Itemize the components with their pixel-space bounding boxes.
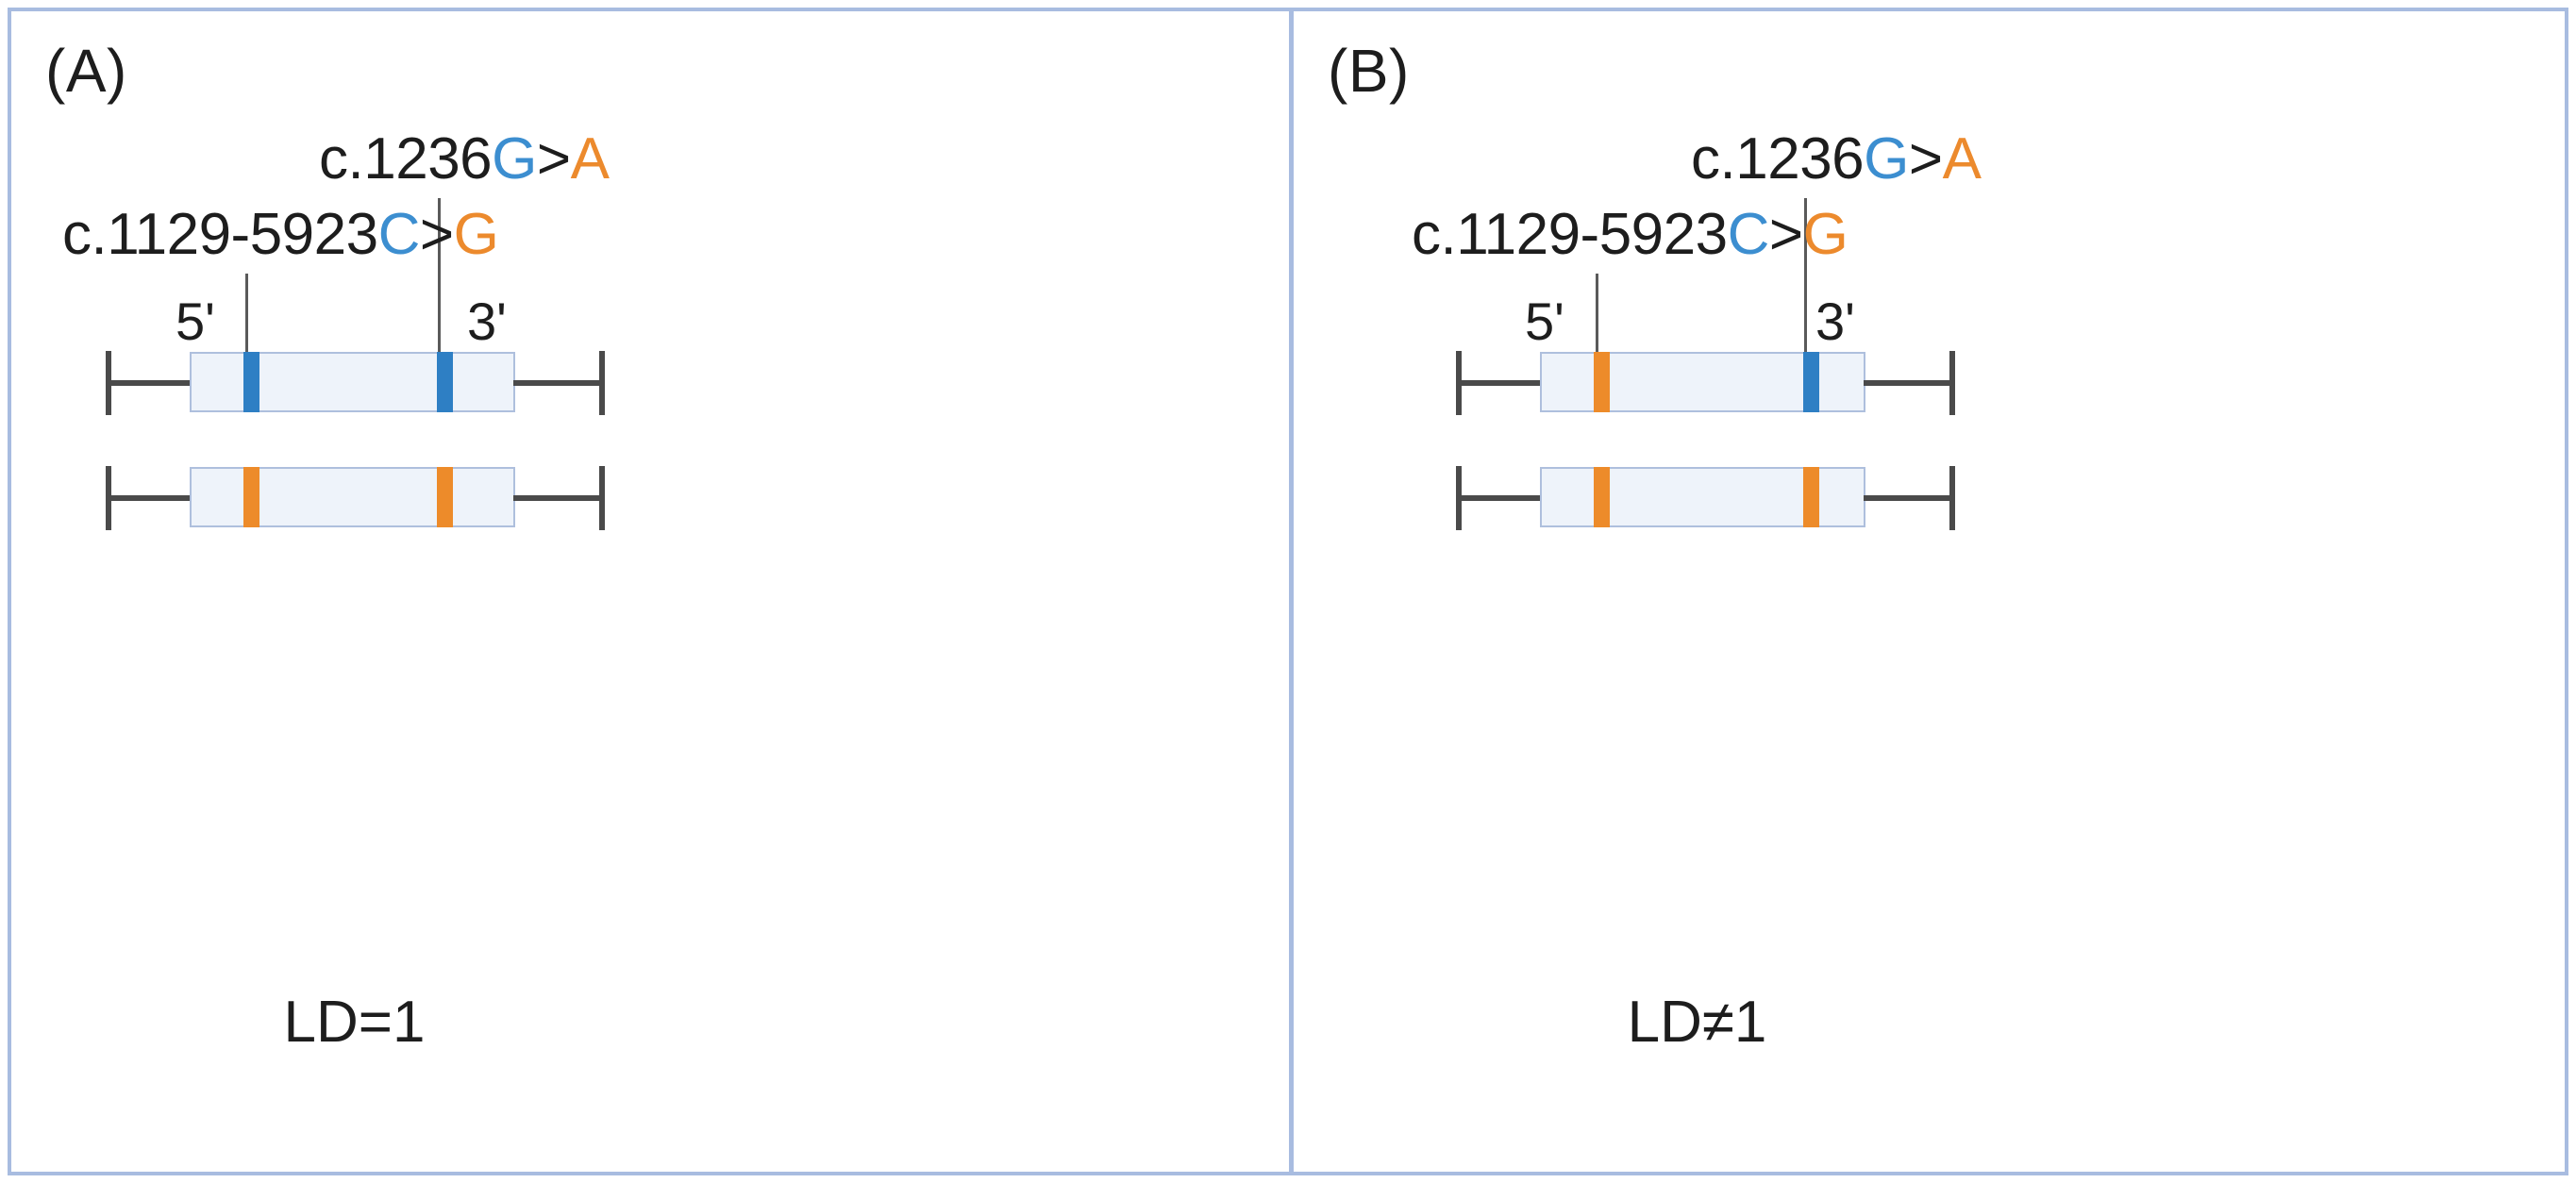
variant-marker-1236 [1803,467,1819,527]
left-end-cap [1456,466,1462,530]
variant-ref-allele: C [1727,202,1770,267]
right-end-cap [1949,351,1955,415]
right-flank [1864,380,1953,386]
panel-a-leader-line-1129-5923 [245,274,248,354]
panel-b-variant-1236-label: c.1236G>A [1691,125,1982,192]
panel-b-three-prime-label: 3' [1815,292,1855,351]
right-flank [1864,495,1953,501]
gene-body [190,467,515,527]
right-end-cap [599,466,605,530]
panel-b-leader-line-1129-5923 [1596,274,1598,354]
variant-ref-allele: G [1864,126,1909,192]
left-end-cap [106,466,111,530]
panel-b-leader-line-1236 [1804,198,1807,354]
gene-body [190,352,515,412]
variant-prefix: c.1236 [1691,126,1865,192]
panel-a-variant-1236-label: c.1236G>A [319,125,610,192]
variant-gt-sign: > [536,126,571,192]
variant-marker-1129-5923 [1594,467,1610,527]
variant-prefix: c.1129-5923 [1412,202,1728,267]
variant-prefix: c.1236 [319,126,493,192]
variant-alt-allele: G [1802,202,1848,267]
variant-prefix: c.1129-5923 [62,202,378,267]
panel-b-five-prime-label: 5' [1525,292,1564,351]
panel-b-variant-1129-5923-label: c.1129-5923C>G [1412,201,1848,268]
variant-marker-1129-5923 [243,467,259,527]
variant-ref-allele: G [492,126,537,192]
right-flank [513,495,603,501]
panel-a-three-prime-label: 3' [467,292,507,351]
panel-b-letter: (B) [1328,37,1410,105]
variant-alt-allele: A [1942,126,1982,192]
figure-outer-frame [8,8,2568,1175]
panel-a: (A) c.1236G>A c.1129-5923C>G 5' 3' [8,8,1291,1175]
left-flank [109,495,194,501]
right-end-cap [599,351,605,415]
left-flank [109,380,194,386]
variant-marker-1236 [437,352,453,412]
variant-gt-sign: > [1908,126,1943,192]
panel-b-ld-label: LD≠1 [1627,990,1767,1055]
panel-divider [1289,8,1294,1175]
variant-marker-1129-5923 [243,352,259,412]
left-end-cap [1456,351,1462,415]
panel-a-five-prime-label: 5' [176,292,215,351]
left-flank [1460,495,1545,501]
panel-a-letter: (A) [45,37,127,105]
variant-marker-1236 [1803,352,1819,412]
panel-a-leader-line-1236 [438,198,441,354]
left-flank [1460,380,1545,386]
panel-a-ld-label: LD=1 [283,990,426,1055]
panel-b: (B) c.1236G>A c.1129-5923C>G 5' 3' [1294,8,2568,1175]
variant-gt-sign: > [1768,202,1803,267]
variant-alt-allele: G [453,202,499,267]
variant-marker-1129-5923 [1594,352,1610,412]
variant-marker-1236 [437,467,453,527]
right-end-cap [1949,466,1955,530]
left-end-cap [106,351,111,415]
variant-alt-allele: A [570,126,610,192]
right-flank [513,380,603,386]
variant-ref-allele: C [377,202,421,267]
panel-a-variant-1129-5923-label: c.1129-5923C>G [62,201,499,268]
variant-gt-sign: > [419,202,454,267]
